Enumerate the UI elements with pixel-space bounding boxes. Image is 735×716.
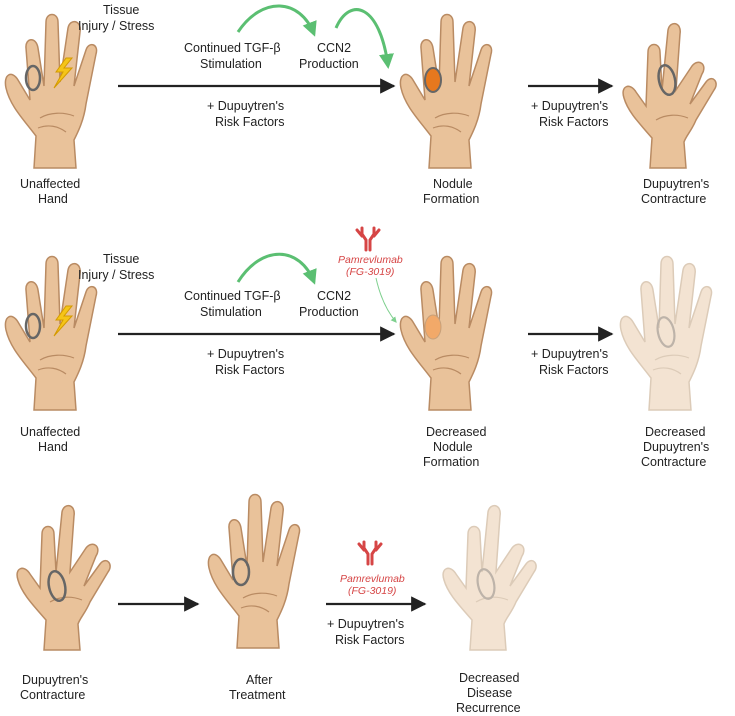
- row2-hand3-label-2: Dupuytren's: [643, 440, 710, 454]
- row2-hand2-label-3: Formation: [423, 455, 480, 469]
- row2-hand1-ring: [24, 312, 42, 340]
- row1-risk-b-2: Risk Factors: [539, 115, 609, 129]
- row2-nodule: [424, 314, 442, 340]
- row1-green-arrow-2: [334, 8, 394, 69]
- row2-risk-b-1: + Dupuytren's: [531, 347, 609, 361]
- row1-injury-label: Injury / Stress: [78, 19, 155, 33]
- row2-hand1-label-1: Unaffected: [20, 425, 81, 439]
- row1-ccn2-label-1: CCN2: [317, 41, 352, 55]
- row2-ccn2-label-1: CCN2: [317, 289, 352, 303]
- row1-contracture-ring: [657, 63, 677, 97]
- row1-hand1-label-2: Hand: [38, 192, 68, 206]
- row3-hand2-label-1: After: [246, 673, 273, 687]
- row1-unaffected-hand: [4, 13, 98, 169]
- row2-ccn2-label-2: Production: [299, 305, 359, 319]
- row3-drug-label-1: Pamrevlumab: [340, 573, 405, 585]
- row2-hand3-label-1: Decreased: [645, 425, 706, 439]
- row2-hand3-label-3: Contracture: [641, 455, 707, 469]
- row2-risk-b-2: Risk Factors: [539, 363, 609, 377]
- row1-tgf-label-2: Stimulation: [200, 57, 262, 71]
- row2-thin-green-arrow: [375, 277, 397, 323]
- row1-hand1-label-1: Unaffected: [20, 177, 81, 191]
- row2-injury-label: Injury / Stress: [78, 268, 155, 282]
- row2-hand2-label-1: Decreased: [426, 425, 487, 439]
- row2-faded-hand: [619, 255, 713, 411]
- row1-nodule-hand: [399, 13, 493, 169]
- row3-contracture-ring: [47, 569, 67, 603]
- row2-tissue-label: Tissue: [103, 252, 140, 266]
- row2-drug-label-2: (FG-3019): [346, 266, 395, 278]
- row1-hand3-label-1: Dupuytren's: [643, 177, 710, 191]
- row1-hand2-label-2: Formation: [423, 192, 480, 206]
- row1-tgf-label-1: Continued TGF-β: [184, 41, 281, 55]
- row1-ccn2-label-2: Production: [299, 57, 359, 71]
- row1-risk-b-1: + Dupuytren's: [531, 99, 609, 113]
- row3-hand3-label-2: Disease: [467, 686, 513, 700]
- row2-tgf-label-1: Continued TGF-β: [184, 289, 281, 303]
- row3-faded-hand: [442, 504, 537, 651]
- row3-hand3-label-3: Recurrence: [456, 701, 521, 715]
- row2-drug-label-1: Pamrevlumab: [338, 254, 403, 266]
- row1-hand3-label-2: Contracture: [641, 192, 707, 206]
- row3-faded-ring: [476, 568, 496, 600]
- row1-risk-a-2: Risk Factors: [215, 115, 285, 129]
- row2-risk-a-1: + Dupuytren's: [207, 347, 285, 361]
- row1-hand1-ring: [24, 64, 42, 92]
- row3-drug-label-2: (FG-3019): [348, 585, 397, 597]
- row3-hand3-label-1: Decreased: [459, 671, 520, 685]
- row2-antibody-icon: [355, 226, 381, 252]
- row1-hand2-label-1: Nodule: [433, 177, 473, 191]
- row2-faded-ring: [656, 316, 676, 348]
- row1-nodule: [424, 67, 442, 93]
- row2-green-arrow: [236, 252, 317, 285]
- row3-hand1-label-1: Dupuytren's: [22, 673, 89, 687]
- row2-nodule-hand: [399, 255, 493, 411]
- row2-risk-a-2: Risk Factors: [215, 363, 285, 377]
- row1-risk-a-1: + Dupuytren's: [207, 99, 285, 113]
- row2-hand1-label-2: Hand: [38, 440, 68, 454]
- row2-hand2-label-2: Nodule: [433, 440, 473, 454]
- row3-after-hand: [207, 493, 301, 649]
- row3-antibody-icon: [357, 540, 383, 566]
- row3-risk-2: Risk Factors: [335, 633, 405, 647]
- row1-tissue-label: Tissue: [103, 3, 140, 17]
- row1-green-arrow-1: [236, 4, 317, 37]
- row3-hand2-label-2: Treatment: [229, 688, 286, 702]
- row3-after-ring: [231, 557, 251, 587]
- row3-risk-1: + Dupuytren's: [327, 617, 405, 631]
- row3-hand1-label-2: Contracture: [20, 688, 86, 702]
- row2-tgf-label-2: Stimulation: [200, 305, 262, 319]
